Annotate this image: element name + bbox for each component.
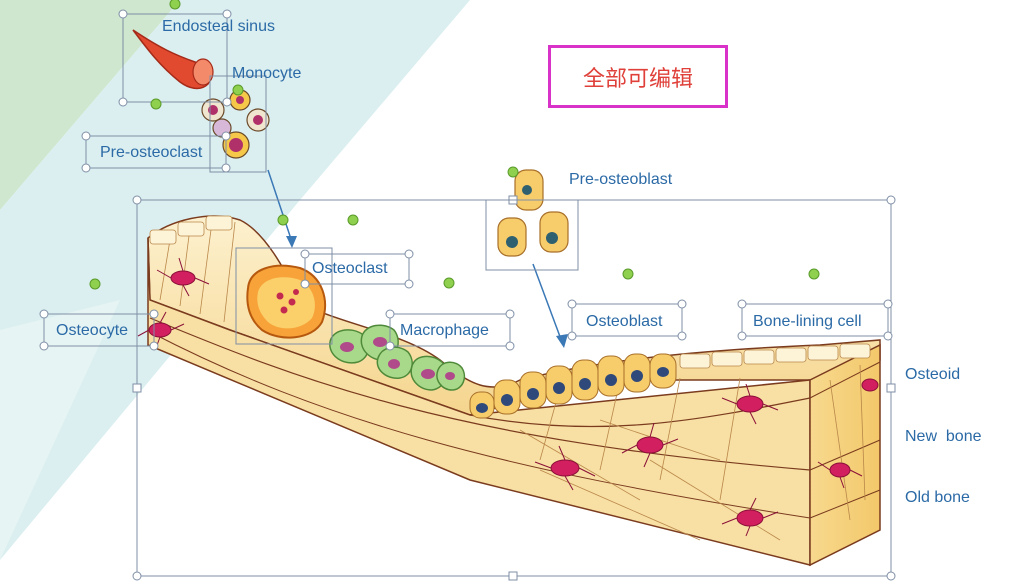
osteocyte-label: Osteocyte (56, 322, 129, 339)
arrows (267, 169, 568, 348)
side-layer-line-3 (809, 489, 881, 519)
old-bone-label: Old bone (905, 489, 970, 506)
bone-lining-cells (149, 215, 871, 369)
macrophage-cells (329, 324, 466, 391)
background-wedge-teal (0, 0, 470, 560)
pre-osteoblast-nuclei (506, 185, 558, 248)
endosteal-sinus-label: Endosteal sinus (162, 18, 275, 35)
monocyte-label: Monocyte (232, 65, 302, 82)
selection-handles (39, 9, 893, 351)
editable-banner-text: 全部可编辑 (582, 66, 693, 92)
rotation-handles (89, 0, 820, 290)
osteoblast-label: Osteoblast (586, 313, 663, 330)
osteoblast-row (469, 353, 677, 419)
osteoclast-label: Osteoclast (312, 260, 388, 277)
pre-osteoblast-label: Pre-osteoblast (569, 171, 673, 188)
endosteal-sinus-vessel (132, 29, 214, 90)
pre-osteoclast-label: Pre-osteoclast (100, 144, 203, 161)
editable-banner[interactable]: 全部可编辑 (548, 45, 728, 108)
old-bone-layer-line (149, 331, 811, 519)
osteoid-layer-line (469, 397, 811, 428)
macrophage-label: Macrophage (400, 322, 489, 339)
osteocyte-cells (137, 257, 879, 537)
new-bone-layer-line (149, 317, 811, 471)
new-bone-label: New bone (905, 428, 982, 445)
bone-lining-cell-label: Bone-lining cell (753, 313, 862, 330)
background-wedge-light (0, 300, 120, 560)
side-layer-line-1 (809, 361, 881, 399)
osteoid-label: Osteoid (905, 366, 961, 383)
